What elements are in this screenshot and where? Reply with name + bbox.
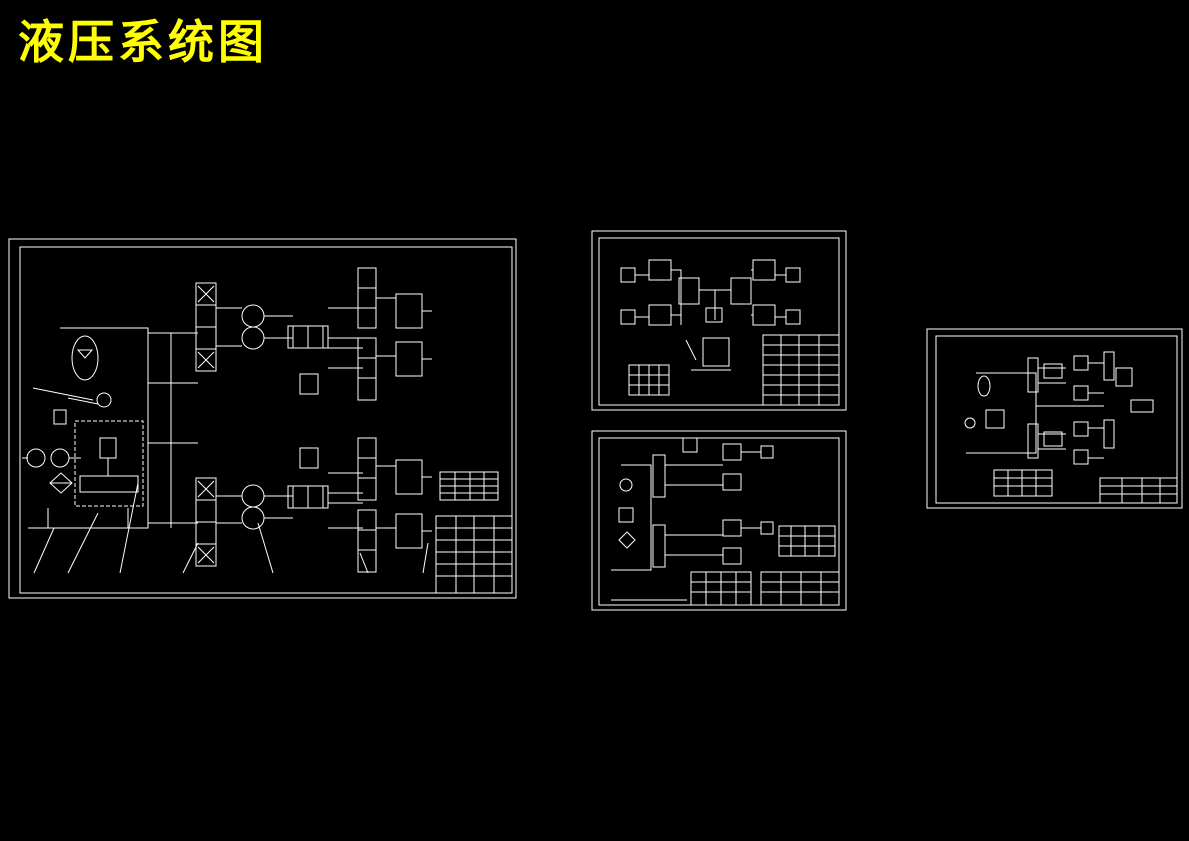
- drawing-sheet-bottom-middle[interactable]: [591, 430, 848, 612]
- drawing-sheet-main[interactable]: [8, 238, 518, 600]
- page-title: 液压系统图: [18, 15, 268, 69]
- drawing-sheet-top-middle[interactable]: [591, 230, 848, 412]
- accumulator-symbol: [72, 336, 98, 380]
- drawing-sheet-right[interactable]: [926, 328, 1184, 510]
